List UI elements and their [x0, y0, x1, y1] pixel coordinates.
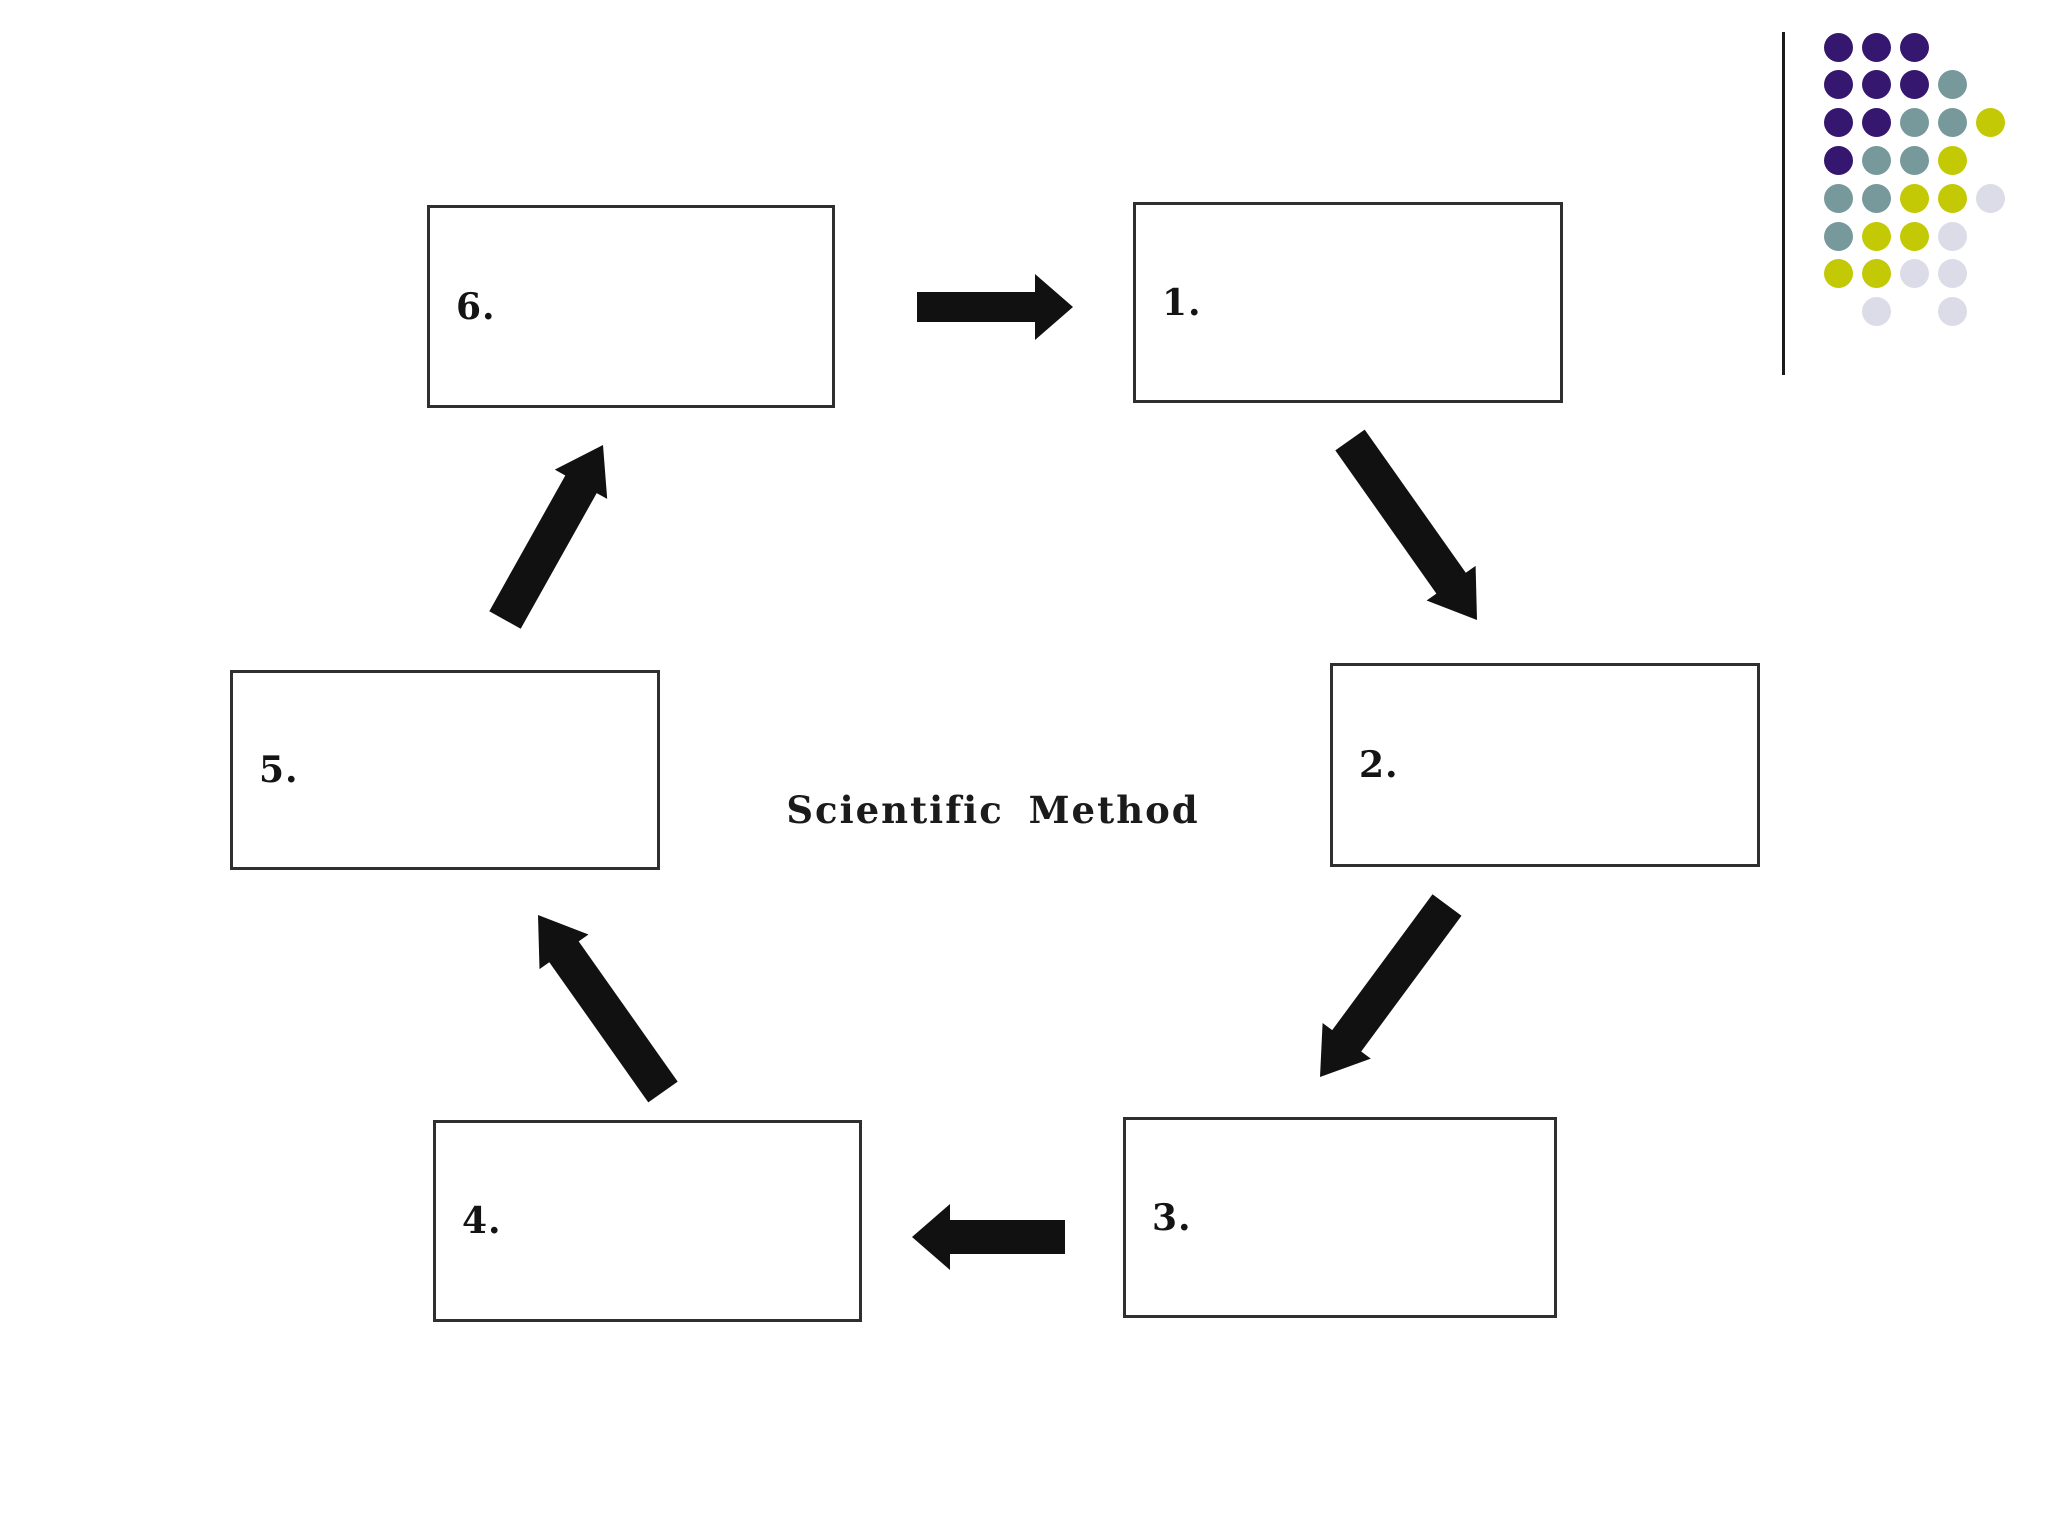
decorative-vertical-rule	[1782, 32, 1785, 375]
step-box-5[interactable]: 5.	[230, 670, 660, 870]
step-box-3[interactable]: 3.	[1123, 1117, 1557, 1318]
step-number-3: 3.	[1152, 1196, 1192, 1239]
step-box-1[interactable]: 1.	[1133, 202, 1563, 403]
step-number-1: 1.	[1162, 281, 1202, 324]
step-number-6: 6.	[456, 285, 496, 328]
step-box-6[interactable]: 6.	[427, 205, 835, 408]
arrow-5-to-6-icon	[489, 445, 608, 629]
step-number-5: 5.	[259, 749, 299, 791]
arrow-4-to-5-icon	[538, 915, 678, 1103]
arrow-2-to-3-icon	[1320, 894, 1462, 1077]
step-box-4[interactable]: 4.	[433, 1120, 862, 1322]
step-number-2: 2.	[1359, 744, 1399, 786]
arrow-3-to-4-icon	[912, 1204, 1065, 1270]
step-number-4: 4.	[462, 1200, 502, 1242]
arrow-1-to-2-icon	[1335, 429, 1477, 620]
step-box-2[interactable]: 2.	[1330, 663, 1760, 867]
diagram-title: Scientific Method	[786, 788, 1200, 832]
arrow-6-to-1-icon	[917, 274, 1073, 340]
